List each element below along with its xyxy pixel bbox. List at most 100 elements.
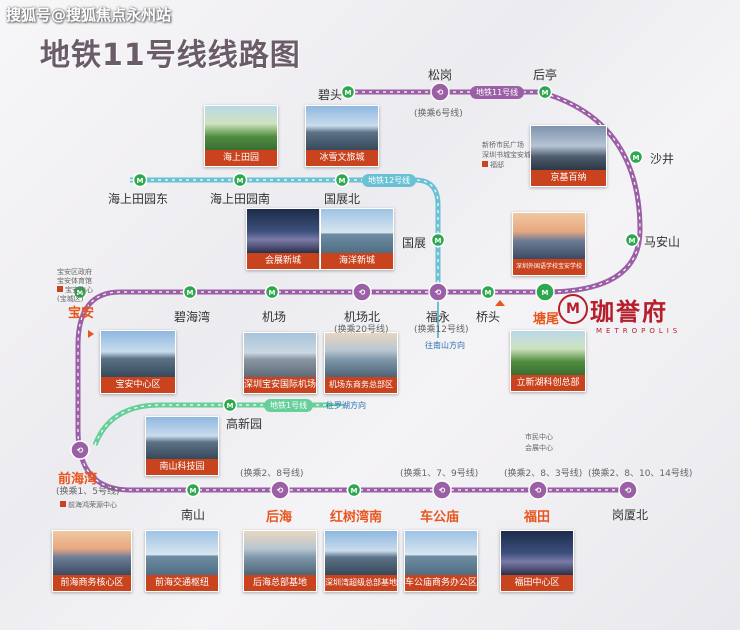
station-marker-13: M	[185, 482, 201, 498]
arrow-baoan	[88, 330, 94, 338]
line12-marker-0: M	[132, 172, 148, 188]
photo-airport-east: 机场东商务总部区	[324, 332, 398, 394]
line12-station-1: 海上田园南	[210, 192, 271, 206]
station-note-8: (换乘20号线)	[334, 325, 389, 335]
map-title: 地铁11号线线路图	[40, 38, 301, 73]
photo-chegongmiao: 车公庙商务办公区	[404, 530, 478, 592]
photo-qianhai-core: 前海商务核心区	[52, 530, 132, 592]
station-note-17: (换乘2、8、3号线)	[504, 469, 583, 479]
station-marker-10: M	[182, 284, 198, 300]
station-name-16: 车公庙	[420, 510, 460, 525]
photo-futian-center: 福田中心区	[500, 530, 574, 592]
station-marker-9: M	[264, 284, 280, 300]
poi-note-baoan: 宝安区政府宝安体育馆 宝安中心(宝城区)	[57, 268, 93, 303]
station-name-15: 红树湾南	[330, 510, 383, 525]
station-marker-1: ⟲	[430, 82, 450, 102]
station-note-18: (换乘2、8、10、14号线)	[588, 469, 693, 479]
photo-houhai: 后海总部基地	[243, 530, 317, 592]
station-name-0: 碧头	[318, 88, 343, 102]
svg-text:⟲: ⟲	[625, 486, 632, 495]
station-name-6: 桥头	[476, 310, 501, 324]
svg-text:⟲: ⟲	[77, 446, 84, 455]
svg-text:M: M	[190, 487, 197, 495]
poi-note-futian: 市民中心会展中心	[525, 433, 553, 452]
station-name-7: 福永	[426, 310, 451, 324]
photo-shenzhenbay: 深圳湾超级总部基地	[324, 530, 398, 592]
line-1-tag: 地铁1号线	[264, 399, 314, 412]
station-note-12: (换乘1、5号线)	[56, 487, 120, 497]
svg-text:⟲: ⟲	[435, 288, 442, 297]
station-name-1: 松岗	[428, 68, 453, 82]
photo-bingxue: 冰雪文旅城	[305, 105, 379, 167]
station-marker-0: M	[340, 84, 356, 100]
svg-text:⟲: ⟲	[359, 288, 366, 297]
svg-text:M: M	[633, 154, 640, 162]
station-name-17: 福田	[524, 510, 551, 525]
station-marker-11: M	[72, 284, 88, 300]
svg-text:M: M	[345, 89, 352, 97]
photo-baoan-center: 宝安中心区	[100, 330, 176, 394]
station-marker-14: ⟲	[270, 480, 290, 500]
line12-marker-3: M	[430, 232, 446, 248]
photo-jingji: 京基百纳	[530, 125, 607, 187]
svg-text:⟲: ⟲	[437, 88, 444, 97]
svg-text:M: M	[351, 487, 358, 495]
station-marker-4: M	[624, 232, 640, 248]
svg-text:M: M	[339, 177, 346, 185]
svg-text:M: M	[137, 177, 144, 185]
station-marker-17: ⟲	[528, 480, 548, 500]
station-name-5: 塘尾	[533, 312, 560, 327]
station-note-1: (换乘6号线)	[414, 109, 463, 119]
svg-text:M: M	[77, 289, 84, 297]
station-marker-3: M	[628, 149, 644, 165]
station-marker-2: M	[537, 84, 553, 100]
line12-station-3: 国展	[402, 236, 427, 250]
svg-text:M: M	[542, 289, 549, 297]
direction-nanshan: 往南山方向	[425, 341, 465, 350]
poi-note-shajing: 新桥市民广场深圳书城宝安城 福邸	[482, 141, 531, 169]
svg-text:⟲: ⟲	[277, 486, 284, 495]
svg-text:⟲: ⟲	[535, 486, 542, 495]
photo-school: 深圳外国语学校宝安学校	[512, 212, 586, 276]
station-name-10: 碧海湾	[174, 310, 211, 324]
station-marker-7: ⟲	[428, 282, 448, 302]
arrow-tangwei	[495, 300, 505, 306]
svg-text:M: M	[227, 402, 234, 410]
station-marker-5: M	[535, 282, 555, 302]
line-12-tag: 地铁12号线	[362, 174, 417, 187]
svg-text:⟲: ⟲	[439, 486, 446, 495]
photo-lixinhu: 立新湖科创总部	[510, 330, 586, 392]
station-name-12: 前海湾	[58, 472, 98, 487]
station-name-13: 南山	[181, 508, 206, 522]
svg-text:M: M	[435, 237, 442, 245]
line1-marker-0: M	[222, 397, 238, 413]
station-marker-8: ⟲	[352, 282, 372, 302]
station-marker-15: M	[346, 482, 362, 498]
station-name-14: 后海	[266, 510, 293, 525]
brand-name: 珈誉府	[590, 298, 668, 326]
line1-station-0: 高新园	[226, 417, 263, 431]
station-name-18: 岗厦北	[612, 508, 649, 522]
station-note-14: (换乘2、8号线)	[240, 469, 304, 479]
svg-text:M: M	[629, 237, 636, 245]
photo-haiyang: 海洋新城	[320, 208, 394, 270]
station-name-3: 沙井	[650, 152, 675, 166]
station-marker-16: ⟲	[432, 480, 452, 500]
station-name-8: 机场北	[344, 310, 381, 324]
photo-airport: 深圳宝安国际机场	[243, 332, 317, 394]
svg-text:M: M	[269, 289, 276, 297]
svg-text:M: M	[187, 289, 194, 297]
photo-haishangtianyuan: 海上田园	[204, 105, 278, 167]
station-note-7: (换乘12号线)	[414, 325, 469, 335]
station-name-4: 马安山	[644, 235, 681, 249]
direction-luohu: 往罗湖方向	[326, 401, 366, 410]
line-11-tag: 地铁11号线	[470, 86, 525, 99]
station-name-11: 宝安	[68, 306, 95, 321]
brand-mark: M	[558, 294, 588, 324]
line12-marker-2: M	[334, 172, 350, 188]
watermark: 搜狐号@搜狐焦点永州站	[6, 6, 172, 24]
brand-logo: M 珈誉府 METROPOLIS	[558, 292, 681, 335]
svg-text:M: M	[237, 177, 244, 185]
